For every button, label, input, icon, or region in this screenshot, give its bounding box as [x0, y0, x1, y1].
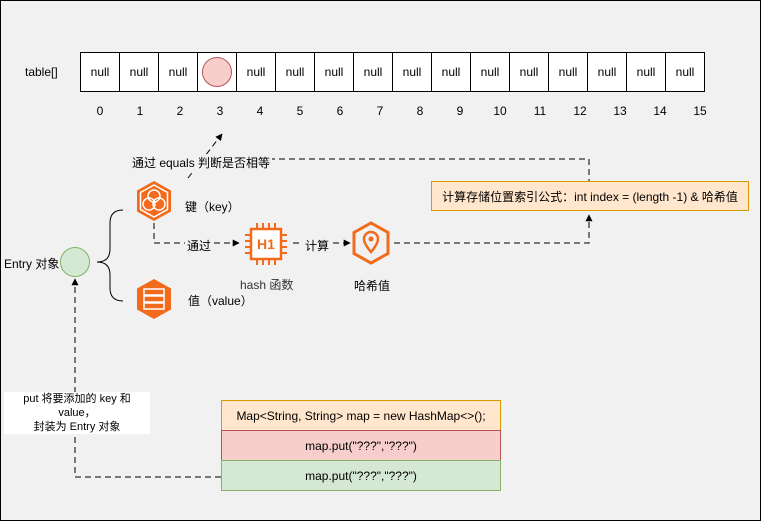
location-pin-icon [351, 221, 391, 265]
code-put-green: map.put("???","???") [221, 460, 501, 491]
table-index-2: 2 [176, 104, 184, 118]
table-index-4: 4 [256, 104, 264, 118]
table-cell-5: null [275, 52, 315, 92]
key-label: 键（key） [185, 200, 240, 214]
table-cell-4: null [236, 52, 276, 92]
table-cell-2: null [158, 52, 198, 92]
table-index-14: 14 [653, 104, 667, 118]
table-cell-1: null [119, 52, 159, 92]
hash-value-label: 哈希值 [354, 279, 391, 293]
table-cell-13: null [587, 52, 627, 92]
via-label: 通过 [185, 237, 214, 254]
table-index-3: 3 [216, 104, 224, 118]
value-label: 值（value） [188, 294, 253, 308]
key-to-hash-connector [153, 223, 240, 247]
key-icon [134, 179, 174, 223]
code-header: Map<String, String> map = new HashMap<>(… [221, 400, 501, 431]
table-cell-8: null [392, 52, 432, 92]
table-cell-12: null [548, 52, 588, 92]
table-index-11: 11 [533, 104, 547, 118]
value-to-formula-connector [394, 214, 593, 244]
table-index-1: 1 [136, 104, 144, 118]
equals-label: 通过 equals 判断是否相等 [130, 154, 273, 171]
table-index-7: 7 [376, 104, 384, 118]
table-cell-7: null [353, 52, 393, 92]
table-cell-9: null [431, 52, 471, 92]
compute-label: 计算 [303, 237, 332, 254]
code-put-red: map.put("???","???") [221, 430, 501, 461]
chip-text: H1 [257, 236, 275, 252]
database-icon [134, 277, 174, 321]
table-cell-11: null [509, 52, 549, 92]
table-index-8: 8 [416, 104, 424, 118]
table-index-9: 9 [456, 104, 464, 118]
put-to-entry-connector [71, 278, 221, 478]
formula-box: 计算存储位置索引公式：int index = (length -1) & 哈希值 [431, 181, 749, 211]
put-description-line2: 封装为 Entry 对象 [33, 421, 121, 433]
table-cell-14: null [626, 52, 666, 92]
put-description: put 将要添加的 key 和 value， 封装为 Entry 对象 [4, 392, 150, 434]
table-cell-10: null [470, 52, 510, 92]
table-index-5: 5 [296, 104, 304, 118]
table-label: table[] [25, 65, 58, 79]
table-cell-6: null [314, 52, 354, 92]
entry-label: Entry 对象 [4, 257, 60, 271]
table-index-13: 13 [613, 104, 627, 118]
chip-icon: H1 [243, 221, 289, 267]
table-cell-3 [197, 52, 237, 92]
entry-brace [96, 209, 124, 302]
table-index-15: 15 [693, 104, 707, 118]
table-cell-15: null [665, 52, 705, 92]
put-description-line1: put 将要添加的 key 和 value， [23, 393, 131, 419]
entry-node [60, 247, 90, 277]
table-index-12: 12 [573, 104, 587, 118]
hash-function-label: hash 函数 [240, 278, 294, 292]
table-index-0: 0 [96, 104, 104, 118]
table-index-10: 10 [493, 104, 507, 118]
table-index-6: 6 [336, 104, 344, 118]
equals-connector [264, 158, 590, 185]
table-cell-0: null [80, 52, 120, 92]
stored-entry-dot [202, 57, 232, 87]
